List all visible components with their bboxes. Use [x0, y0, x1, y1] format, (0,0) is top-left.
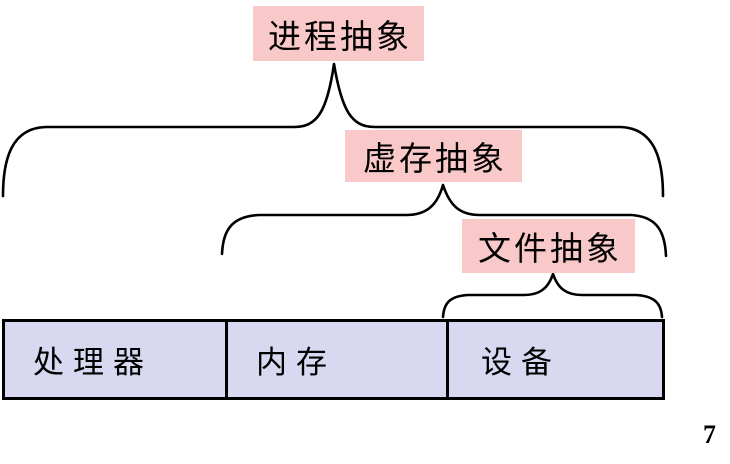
process-abstraction-label: 进程抽象	[253, 6, 424, 61]
process-abstraction-brace	[1, 62, 665, 198]
hardware-box: 处理器 内存 设备	[2, 319, 665, 400]
page-number: 7	[703, 420, 716, 449]
hardware-cell-device: 设备	[446, 322, 662, 397]
file-abstraction-label: 文件抽象	[462, 219, 635, 273]
virtual-memory-abstraction-label: 虚存抽象	[345, 130, 522, 182]
hardware-cell-processor: 处理器	[33, 345, 153, 380]
file-abstraction-brace	[441, 272, 664, 319]
hardware-cell-memory: 内存	[225, 322, 446, 397]
